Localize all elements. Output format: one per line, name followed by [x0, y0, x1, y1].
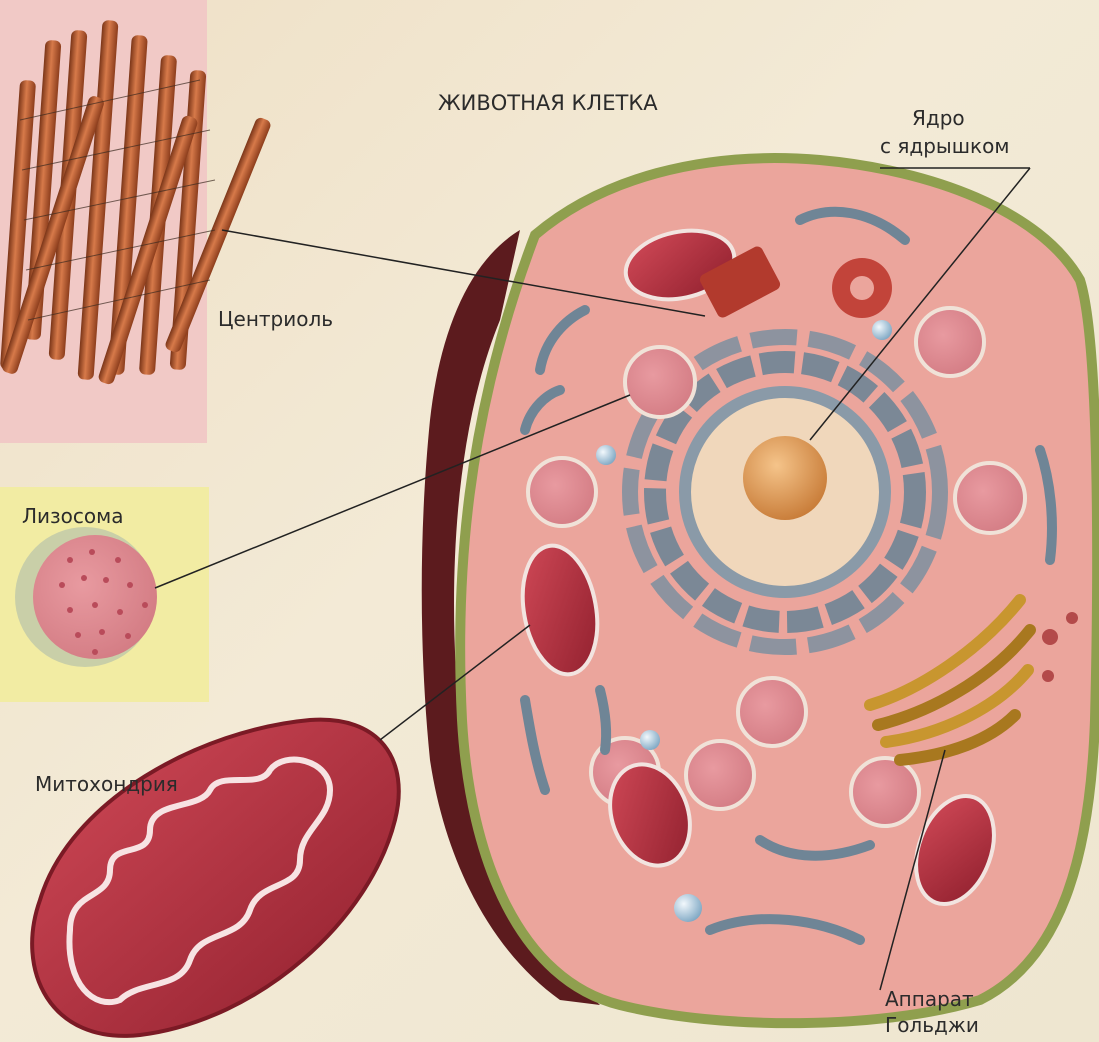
diagram-title: ЖИВОТНАЯ КЛЕТКА [438, 92, 658, 115]
label-golgi-line2: Гольджи [885, 1014, 979, 1037]
label-golgi-line1: Аппарат [885, 988, 974, 1011]
label-nucleus-line2: с ядрышком [880, 135, 1009, 158]
label-centriole: Центриоль [218, 308, 333, 331]
label-lysosome: Лизосома [22, 505, 123, 528]
nucleolus [743, 436, 827, 520]
label-nucleus-line1: Ядро [912, 107, 965, 130]
mitochondrion-illustration [32, 720, 399, 1036]
label-mitochondrion: Митохондрия [35, 773, 178, 796]
